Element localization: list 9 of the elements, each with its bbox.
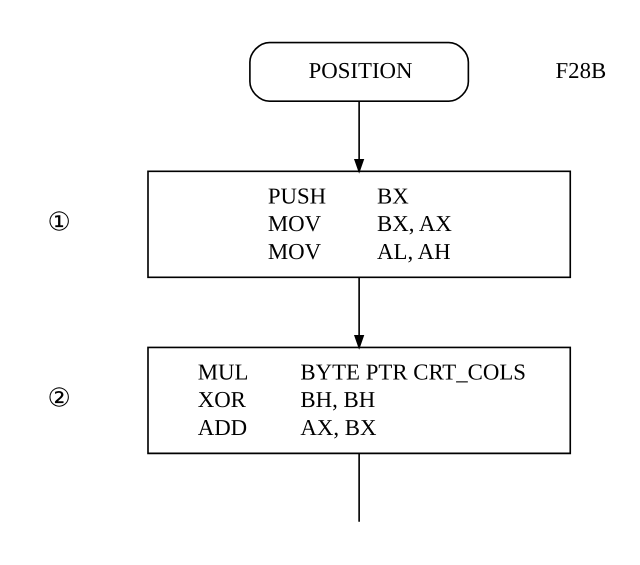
arrow — [354, 276, 364, 350]
node-box: POSITION — [249, 41, 470, 102]
arrow — [354, 101, 364, 174]
connector — [358, 453, 360, 522]
node-label: ② — [48, 383, 71, 412]
node-box: MUL BYTE PTR CRT_COLS XOR BH, BH ADD AX, BX — [147, 346, 572, 454]
node-label: ① — [48, 207, 71, 236]
label: F28B — [556, 57, 606, 82]
node-box: PUSH BX MOV BX, AX MOV AL, AH — [147, 170, 572, 278]
